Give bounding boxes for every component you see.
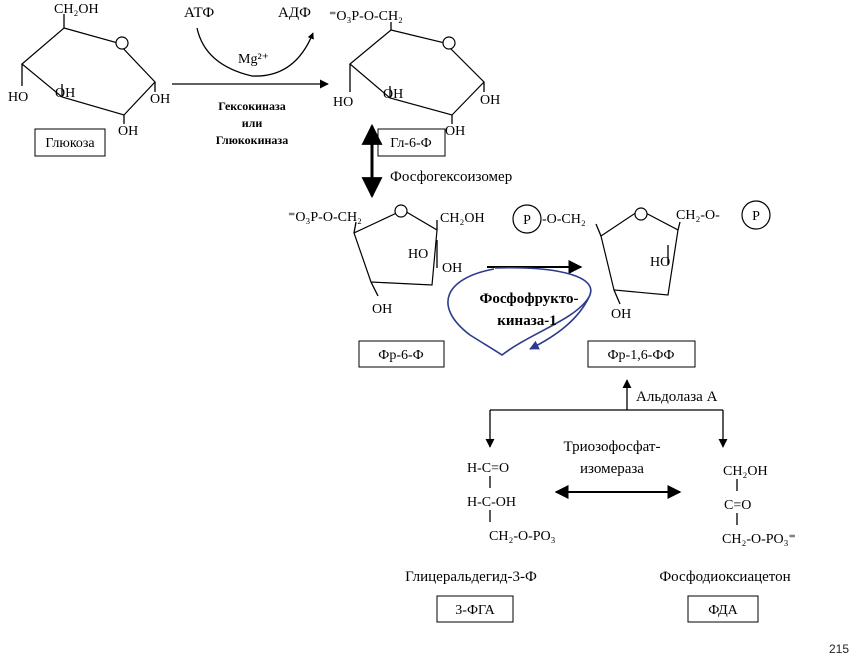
f16bp-name: Фр-1,6-ФФ (607, 348, 674, 363)
pfk1-label-line2: киназа-1 (497, 313, 556, 329)
g6p-structure: ⁼O₃P-O-CH₂ HO OH OH OH Гл-6-Ф (329, 9, 500, 157)
g6p-name-box (377, 128, 446, 157)
f6p-phosphate-label: ⁼O₃P-O-CH₂ (288, 210, 362, 225)
f6p-ch2oh-label: CH₂OH (440, 211, 485, 226)
f6p-ring-oxygen (394, 204, 408, 218)
mg-cofactor-label: Mg²⁺ (238, 52, 269, 67)
tpi-step: Триозофосфат- изомераза (554, 439, 682, 499)
f16bp-structure: P -O-CH₂ CH₂-O- P HO OH Фр-1,6-ФФ (512, 200, 771, 368)
g6p-ho-label: HO (333, 95, 353, 110)
f16bp-name-box (587, 340, 696, 368)
f6p-ho-label: HO (408, 247, 428, 262)
g3p-abbr-box (436, 595, 514, 623)
f6p-oh-label: OH (442, 261, 462, 276)
f16bp-oh-label: OH (611, 307, 631, 322)
g6p-name: Гл-6-Ф (390, 136, 431, 151)
aldolase-step: Альдолаза А (485, 379, 728, 448)
f6p-oh-label: OH (372, 302, 392, 317)
g6p-phosphate-label: ⁼O₃P-O-CH₂ (329, 9, 403, 24)
f16bp-ring (600, 209, 679, 296)
pfk1-step: Фосфофрукто- киназа-1 (447, 260, 592, 356)
g3p-line3: CH₂-O-PO₃ (489, 529, 556, 544)
dhap-abbr: ФДА (708, 603, 738, 618)
dhap-line2: C=O (724, 498, 751, 513)
f6p-structure: ⁼O₃P-O-CH₂ CH₂OH HO OH OH Фр-6-Ф (288, 204, 485, 368)
g3p-line1: H-C=O (467, 461, 509, 476)
glucose-structure: CH₂OH HO OH OH OH Глюкоза (8, 2, 170, 157)
isomerase-step: Фосфогексоизомер (361, 123, 512, 199)
adp-label: АДФ (278, 5, 311, 21)
aldolase-label: Альдолаза А (636, 389, 718, 405)
glucose-ring-oxygen (115, 36, 129, 50)
f6p-name: Фр-6-Ф (378, 348, 423, 363)
glucose-oh-label: OH (150, 92, 170, 107)
g6p-oh-label: OH (445, 124, 465, 139)
dhap-line3: CH₂-O-PO₃⁼ (722, 532, 796, 547)
g6p-oh-label: OH (383, 87, 403, 102)
glucose-oh-label: OH (55, 86, 75, 101)
glucose-ch2oh-label: CH₂OH (54, 2, 99, 17)
pfk1-loop-arrow (529, 296, 590, 350)
glucokinase-label: Глюкокиназа (216, 133, 289, 147)
f16bp-right-group: CH₂-O- (676, 208, 720, 223)
hexokinase-step: АТФ АДФ Mg²⁺ Гексокиназа или Глюкокиназа (172, 5, 329, 147)
glucose-name-box (34, 128, 106, 157)
f16bp-ho-label: HO (650, 255, 670, 270)
f16bp-left-group: -O-CH₂ (542, 212, 586, 227)
g3p-full-name: Глицеральдегид-3-Ф (405, 569, 537, 585)
hexokinase-label: Гексокиназа (218, 99, 286, 113)
atp-adp-curve-arrow (196, 27, 314, 77)
isomerase-label: Фосфогексоизомер (390, 169, 512, 185)
f16bp-ring-oxygen (634, 207, 648, 221)
glucose-name: Глюкоза (45, 136, 95, 151)
glucose-ho-label: HO (8, 90, 28, 105)
dhap-structure: CH₂OH C=O CH₂-O-PO₃⁼ Фосфодиоксиацетон Ф… (659, 464, 796, 623)
tpi-label-line1: Триозофосфат- (564, 439, 661, 455)
dhap-abbr-box (687, 595, 759, 623)
g3p-structure: H-C=O H-C-OH CH₂-O-PO₃ Глицеральдегид-3-… (405, 461, 556, 623)
f16bp-p-left: P (523, 213, 531, 228)
dhap-line1: CH₂OH (723, 464, 768, 479)
enzyme-or-label: или (242, 116, 263, 130)
f16bp-phosphate-circle (512, 204, 542, 234)
pfk1-label-line1: Фосфофрукто- (479, 291, 578, 307)
f16bp-p-right: P (752, 209, 760, 224)
f6p-ring (353, 209, 438, 286)
g3p-abbr: 3-ФГА (455, 603, 495, 618)
f16bp-phosphate-circle (741, 200, 771, 230)
dhap-full-name: Фосфодиоксиацетон (659, 569, 790, 585)
g3p-line2: H-C-OH (467, 495, 516, 510)
page-number: 215 (828, 642, 849, 656)
pfk1-loop (447, 266, 592, 356)
g6p-ring (349, 29, 485, 116)
g6p-oh-label: OH (480, 93, 500, 108)
f6p-name-box (358, 340, 445, 368)
g6p-ring-oxygen (442, 36, 456, 50)
glucose-ring (21, 27, 156, 116)
glucose-oh-label: OH (118, 124, 138, 139)
atp-label: АТФ (184, 5, 214, 21)
tpi-label-line2: изомераза (580, 461, 644, 477)
